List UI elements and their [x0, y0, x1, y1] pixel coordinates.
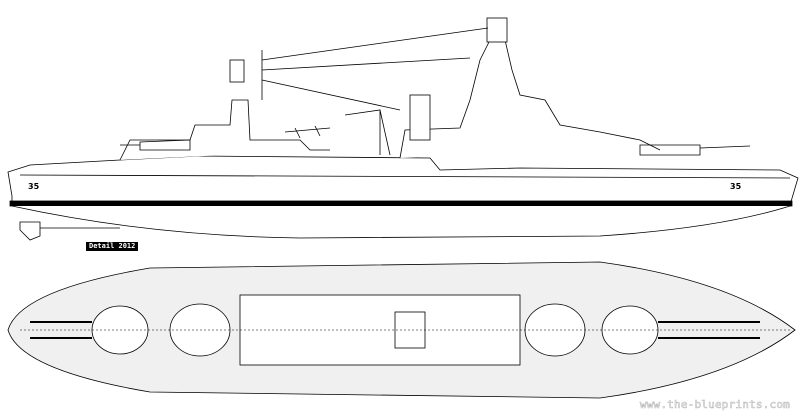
floatplane — [284, 125, 331, 139]
aft-turret — [120, 139, 191, 151]
barrels-aft — [30, 321, 92, 339]
barrels-fore — [658, 321, 760, 339]
artist-signature: Detail 2012 — [86, 242, 139, 251]
rudder-propeller — [19, 221, 120, 241]
deck-line — [19, 174, 791, 179]
turrets — [91, 303, 659, 357]
foremast-top — [486, 17, 508, 43]
hull-number-stern: 35 — [730, 182, 742, 191]
antenna-wire — [261, 27, 489, 61]
side-view — [7, 17, 799, 241]
funnel — [409, 94, 431, 141]
hull-side — [7, 155, 799, 206]
crane-boom-2 — [261, 79, 401, 111]
underwater-hull — [11, 205, 791, 239]
aft-superstructure — [119, 99, 330, 161]
hull-number-bow: 35 — [28, 182, 40, 191]
top-view — [7, 261, 796, 399]
mainmast-top — [229, 59, 245, 83]
boot-topping-stripe — [9, 200, 793, 207]
forward-superstructure — [399, 39, 661, 159]
fore-turret — [639, 144, 751, 156]
crane-boom — [261, 57, 471, 71]
crane — [344, 109, 391, 156]
watermark: www.the-blueprints.com — [639, 398, 791, 412]
